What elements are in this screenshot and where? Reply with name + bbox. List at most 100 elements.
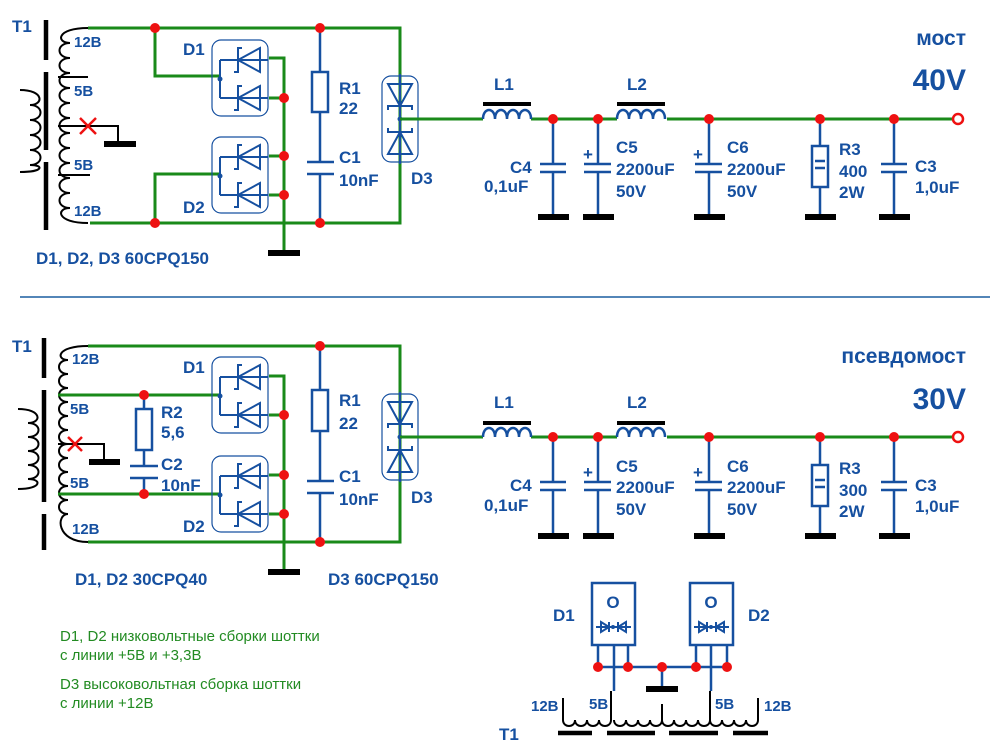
c5-value: 2200uF bbox=[616, 478, 675, 497]
junction-nodes bbox=[150, 23, 899, 228]
polarity-plus-icon: + bbox=[583, 145, 593, 164]
r3-value: 300 bbox=[839, 481, 867, 500]
c4-value: 0,1uF bbox=[484, 496, 528, 515]
d3-label: D3 bbox=[411, 169, 433, 188]
top-transformer-label: T1 bbox=[12, 17, 32, 36]
l1-label: L1 bbox=[494, 75, 514, 94]
junction-nodes bbox=[593, 662, 732, 672]
r3-power: 2W bbox=[839, 502, 865, 521]
capacitor-c3 bbox=[881, 119, 907, 217]
polarity-plus-icon: + bbox=[693, 463, 703, 482]
c5-rating: 50V bbox=[616, 500, 647, 519]
c6-label: C6 bbox=[727, 138, 749, 157]
c5-rating: 50V bbox=[616, 182, 647, 201]
top-schematic: T1 12В 5В 5В 12В D1 D2 bbox=[12, 17, 966, 268]
c1-value: 10nF bbox=[339, 171, 379, 190]
resistor-r1 bbox=[310, 70, 330, 114]
wire bbox=[269, 56, 286, 250]
tap-label: 12В bbox=[764, 698, 792, 715]
d1-label: D1 bbox=[183, 40, 205, 59]
wire bbox=[269, 374, 286, 572]
disconnect-mark-icon bbox=[79, 117, 97, 135]
mounting-hole: O bbox=[704, 593, 717, 612]
package-d2-label: D2 bbox=[748, 606, 770, 625]
resistor-r3-leads bbox=[815, 437, 825, 536]
top-voltage: 40V bbox=[913, 64, 966, 97]
c6-label: C6 bbox=[727, 457, 749, 476]
c4-value: 0,1uF bbox=[484, 177, 528, 196]
c1-label: C1 bbox=[339, 467, 361, 486]
diode-assembly-d2 bbox=[211, 136, 269, 214]
diode-assembly-d1 bbox=[211, 39, 269, 117]
diode-assembly-d2 bbox=[211, 455, 269, 533]
note-d1-d2-line2: с линии +5В и +3,3В bbox=[60, 647, 201, 664]
polarity-plus-icon: + bbox=[583, 463, 593, 482]
bottom-transformer-label: T1 bbox=[12, 337, 32, 356]
output-terminal bbox=[951, 430, 965, 444]
inductor-l1 bbox=[481, 108, 533, 120]
r1-label: R1 bbox=[339, 391, 361, 410]
capacitor-c6 bbox=[695, 119, 722, 217]
package-d1-label: D1 bbox=[553, 606, 575, 625]
primary-winding bbox=[17, 408, 40, 490]
inductor-l2 bbox=[615, 108, 667, 120]
polarity-plus-icon: + bbox=[693, 145, 703, 164]
d1-label: D1 bbox=[183, 358, 205, 377]
bottom-schematic: T1 12В 5В 5В 12В R2 5,6 C2 10nF D1 D2 bbox=[12, 337, 966, 589]
snubber-r2-c2 bbox=[130, 395, 158, 494]
capacitor-c3 bbox=[881, 437, 907, 536]
tap-label: 5В bbox=[70, 475, 89, 492]
capacitor-c6 bbox=[695, 437, 722, 536]
tap-label: 5В bbox=[74, 157, 93, 174]
tap-label: 12В bbox=[72, 521, 100, 538]
d3-label: D3 bbox=[411, 488, 433, 507]
l1-label: L1 bbox=[494, 393, 514, 412]
inductor-l1 bbox=[481, 426, 533, 438]
resistor-r1 bbox=[310, 388, 330, 433]
tap-label: 12В bbox=[74, 34, 102, 51]
disconnect-mark-icon bbox=[67, 436, 83, 452]
c2-label: C2 bbox=[161, 455, 183, 474]
note-d3-line1: D3 высоковольтная сборка шоттки bbox=[60, 676, 301, 693]
c3-value: 1,0uF bbox=[915, 497, 959, 516]
inductor-l2 bbox=[615, 426, 667, 438]
diode-assembly-d1 bbox=[211, 356, 269, 434]
primary-winding bbox=[19, 89, 42, 173]
c5-label: C5 bbox=[616, 457, 638, 476]
c4-label: C4 bbox=[510, 158, 532, 177]
transformer-winding bbox=[562, 691, 759, 727]
mounting-hole: O bbox=[606, 593, 619, 612]
tap-label: 5В bbox=[715, 696, 734, 713]
c3-label: C3 bbox=[915, 476, 937, 495]
bottom-parts-note-d3: D3 60CPQ150 bbox=[328, 570, 439, 589]
wire bbox=[269, 413, 284, 516]
output-terminal bbox=[951, 112, 965, 126]
package-wiring-diagram: O D1 O D2 12В bbox=[499, 581, 792, 744]
d2-label: D2 bbox=[183, 517, 205, 536]
capacitor-c4 bbox=[540, 437, 566, 536]
c6-rating: 50V bbox=[727, 500, 758, 519]
r2-label: R2 bbox=[161, 403, 183, 422]
resistor-r3-leads bbox=[815, 119, 825, 217]
r1-label: R1 bbox=[339, 79, 361, 98]
bottom-title: псевдомост bbox=[841, 345, 966, 368]
capacitor-c5 bbox=[584, 437, 611, 536]
c6-value: 2200uF bbox=[727, 478, 786, 497]
junction-nodes bbox=[139, 341, 899, 547]
r3-label: R3 bbox=[839, 459, 861, 478]
top-parts-note: D1, D2, D3 60CPQ150 bbox=[36, 249, 209, 268]
resistor-r3 bbox=[810, 463, 830, 508]
r3-label: R3 bbox=[839, 140, 861, 159]
c5-value: 2200uF bbox=[616, 160, 675, 179]
l2-label: L2 bbox=[627, 393, 647, 412]
package-transformer-label: T1 bbox=[499, 725, 519, 744]
bottom-voltage: 30V bbox=[913, 383, 966, 416]
center-tap bbox=[58, 125, 119, 144]
note-d3-line2: с линии +12В bbox=[60, 695, 153, 712]
c1-label: C1 bbox=[339, 148, 361, 167]
c4-label: C4 bbox=[510, 476, 532, 495]
wire bbox=[153, 28, 220, 78]
c2-value: 10nF bbox=[161, 476, 201, 495]
bottom-parts-note-d1-d2: D1, D2 30CPQ40 bbox=[75, 570, 207, 589]
